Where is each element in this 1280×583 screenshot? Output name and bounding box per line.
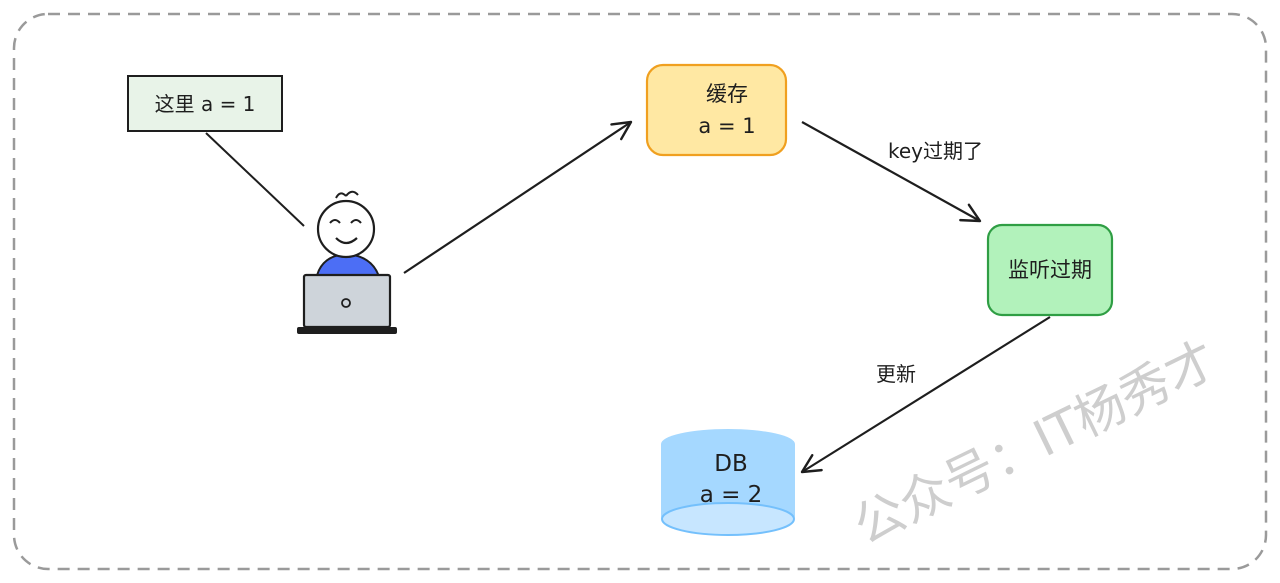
cache-title: 缓存 — [706, 82, 748, 106]
cache-value: a = 1 — [698, 114, 755, 138]
database-cylinder-icon: DB a = 2 — [661, 429, 795, 536]
note-connector — [205, 132, 305, 227]
listener-node: 监听过期 — [986, 223, 1114, 317]
arrow-listener-to-db — [800, 316, 1051, 474]
arrow-cache-to-listener — [801, 121, 982, 223]
db-value: a = 2 — [700, 482, 763, 508]
person-at-laptop-icon — [297, 190, 397, 334]
cache-node: 缓存 a = 1 — [645, 63, 788, 157]
db-title: DB — [714, 451, 748, 477]
note-box: 这里 a = 1 — [127, 75, 283, 132]
edge-expire-label: key过期了 — [888, 139, 983, 163]
edge-update-label: 更新 — [876, 362, 916, 386]
arrow-user-to-cache — [403, 120, 633, 274]
listener-title: 监听过期 — [1008, 258, 1092, 282]
note-text: 这里 a = 1 — [155, 92, 256, 116]
frame-border — [12, 12, 1268, 571]
